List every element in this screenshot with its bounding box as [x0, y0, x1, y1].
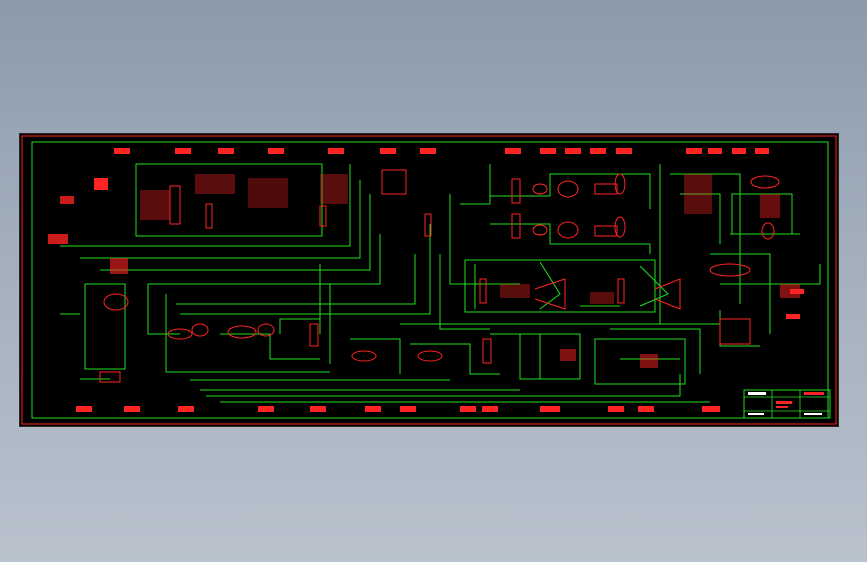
drawing-sheet[interactable] [20, 134, 838, 426]
process-lines [60, 163, 821, 403]
process-flow-diagram [21, 135, 837, 425]
drawing-border [31, 141, 829, 419]
outer-frame [21, 135, 837, 425]
instrument-clusters [48, 174, 800, 368]
equipment-symbols [99, 169, 780, 383]
stream-tags [76, 148, 804, 412]
title-block [743, 389, 831, 419]
